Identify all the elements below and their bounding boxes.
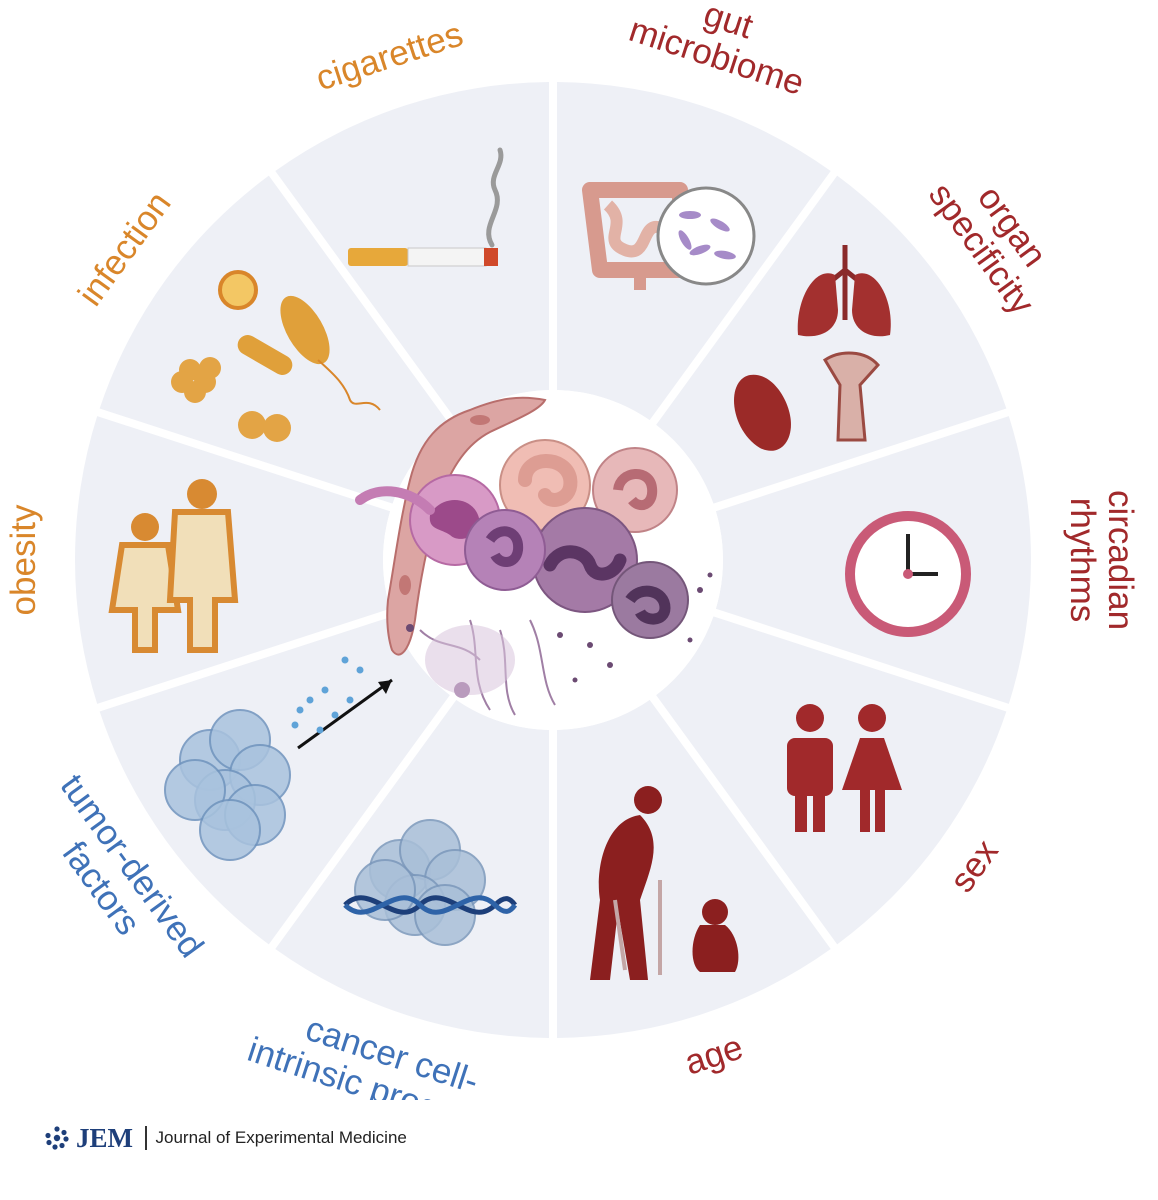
- label-line: rhythms: [1063, 498, 1102, 622]
- label-line: cigarettes: [311, 14, 467, 98]
- elderly-baby-icon: [590, 786, 739, 980]
- label-cigarettes: cigarettes: [311, 14, 467, 98]
- dna-tumor-icon: [343, 819, 518, 946]
- obese-people-icon: [108, 479, 239, 653]
- journal-name: Journal of Experimental Medicine: [155, 1128, 407, 1147]
- label-line: age: [680, 1027, 748, 1082]
- jem-logo-icon: [45, 1126, 69, 1150]
- organs-icon: [733, 245, 891, 451]
- journal-footer: JEM Journal of Experimental Medicine: [44, 1120, 407, 1156]
- jem-logo-text: JEM: [76, 1122, 133, 1153]
- footer-divider: [145, 1126, 147, 1150]
- label-line: obesity: [4, 504, 43, 615]
- label-line: sex: [942, 832, 1006, 899]
- label-obesity: obesity: [4, 504, 43, 615]
- bacteria-virus-icon: [171, 270, 381, 442]
- intestine-microbe-icon: [582, 182, 756, 290]
- segment-infection: [99, 175, 450, 504]
- tumor-secretion-icon: [164, 656, 393, 861]
- immune-cell-cluster-illustration: [355, 396, 713, 716]
- male-female-icon: [787, 704, 902, 832]
- label-age: age: [680, 1027, 748, 1082]
- label-sex: sex: [942, 832, 1006, 899]
- icons-layer: [108, 147, 971, 980]
- factor-wheel-diagram: gutmicrobiomeorganspecificitycircadianrh…: [4, 0, 1140, 1100]
- segment-age: [556, 699, 831, 1038]
- clock-icon: [845, 511, 971, 637]
- cigarette-icon: [348, 147, 504, 267]
- label-line: circadian: [1101, 490, 1140, 630]
